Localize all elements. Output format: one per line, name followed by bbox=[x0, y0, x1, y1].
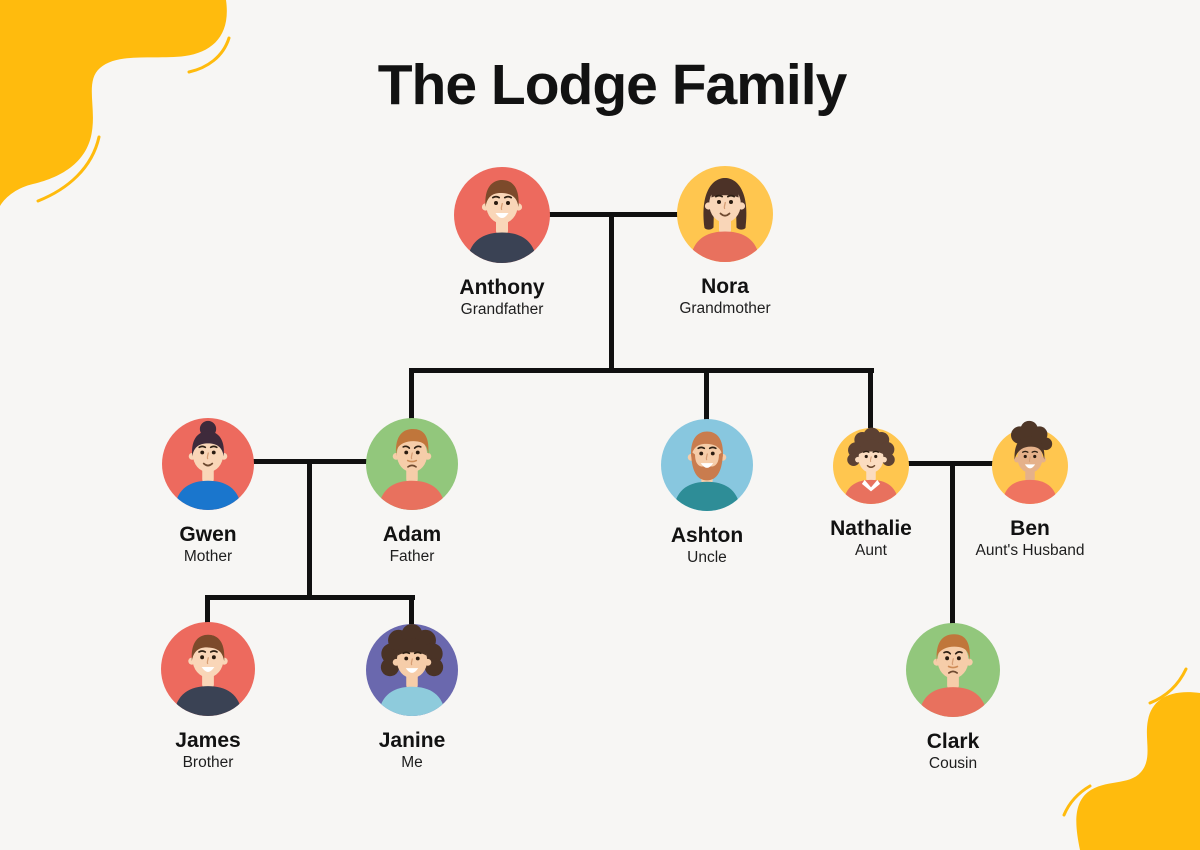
person-name: Janine bbox=[378, 729, 446, 752]
corner-blob-top-left bbox=[0, 0, 231, 206]
connector-siblings-bar bbox=[410, 368, 874, 373]
avatar-anthony bbox=[454, 167, 550, 263]
person-relation: Cousin bbox=[928, 755, 978, 773]
connector-drop-ashton bbox=[704, 368, 709, 453]
person-name: Nora bbox=[701, 275, 749, 298]
person-relation: Aunt bbox=[855, 542, 887, 560]
avatar-nora bbox=[677, 166, 773, 262]
connector-drop-clark bbox=[950, 461, 955, 674]
person-relation: Brother bbox=[182, 754, 234, 772]
page-title: The Lodge Family bbox=[377, 53, 848, 117]
person-relation: Father bbox=[389, 548, 435, 566]
person-name: Anthony bbox=[459, 276, 545, 299]
person-node-adam: Adam Father bbox=[332, 418, 492, 565]
connector-trunk-grandparents bbox=[609, 212, 614, 373]
person-node-nora: Nora Grandmother bbox=[645, 166, 805, 317]
connector-drop-adam bbox=[409, 368, 414, 453]
person-node-clark: Clark Cousin bbox=[873, 623, 1033, 772]
person-node-nathalie: Nathalie Aunt bbox=[791, 427, 951, 560]
avatar-ashton bbox=[661, 419, 753, 511]
avatar-gwen bbox=[162, 418, 254, 510]
person-node-ben: Ben Aunt's Husband bbox=[950, 420, 1110, 560]
person-name: Gwen bbox=[179, 523, 237, 546]
person-name: Adam bbox=[382, 523, 442, 546]
person-name: Ben bbox=[1010, 517, 1050, 540]
person-name: Clark bbox=[926, 730, 980, 753]
connector-trunk-gwen-adam bbox=[307, 459, 312, 600]
connector-drop-nathalie bbox=[868, 368, 873, 456]
person-name: Ashton bbox=[670, 524, 744, 547]
person-relation: Grandmother bbox=[679, 300, 771, 318]
avatar-ben bbox=[992, 420, 1068, 504]
corner-blob-bottom-right bbox=[1062, 667, 1200, 850]
person-relation: Me bbox=[401, 754, 423, 772]
person-node-gwen: Gwen Mother bbox=[128, 418, 288, 565]
person-node-ashton: Ashton Uncle bbox=[627, 419, 787, 566]
person-node-anthony: Anthony Grandfather bbox=[422, 167, 582, 318]
person-relation: Grandfather bbox=[460, 301, 544, 319]
avatar-nathalie bbox=[833, 427, 909, 504]
person-relation: Uncle bbox=[687, 549, 727, 567]
person-name: James bbox=[175, 729, 241, 752]
person-relation: Aunt's Husband bbox=[975, 542, 1085, 560]
avatar-adam bbox=[366, 418, 458, 510]
avatar-james bbox=[161, 622, 255, 716]
avatar-janine bbox=[366, 624, 458, 716]
person-node-james: James Brother bbox=[128, 622, 288, 771]
connector-children-bar bbox=[205, 595, 415, 600]
person-node-janine: Janine Me bbox=[332, 624, 492, 771]
person-name: Nathalie bbox=[830, 517, 912, 540]
avatar-clark bbox=[906, 623, 1000, 717]
person-relation: Mother bbox=[183, 548, 233, 566]
